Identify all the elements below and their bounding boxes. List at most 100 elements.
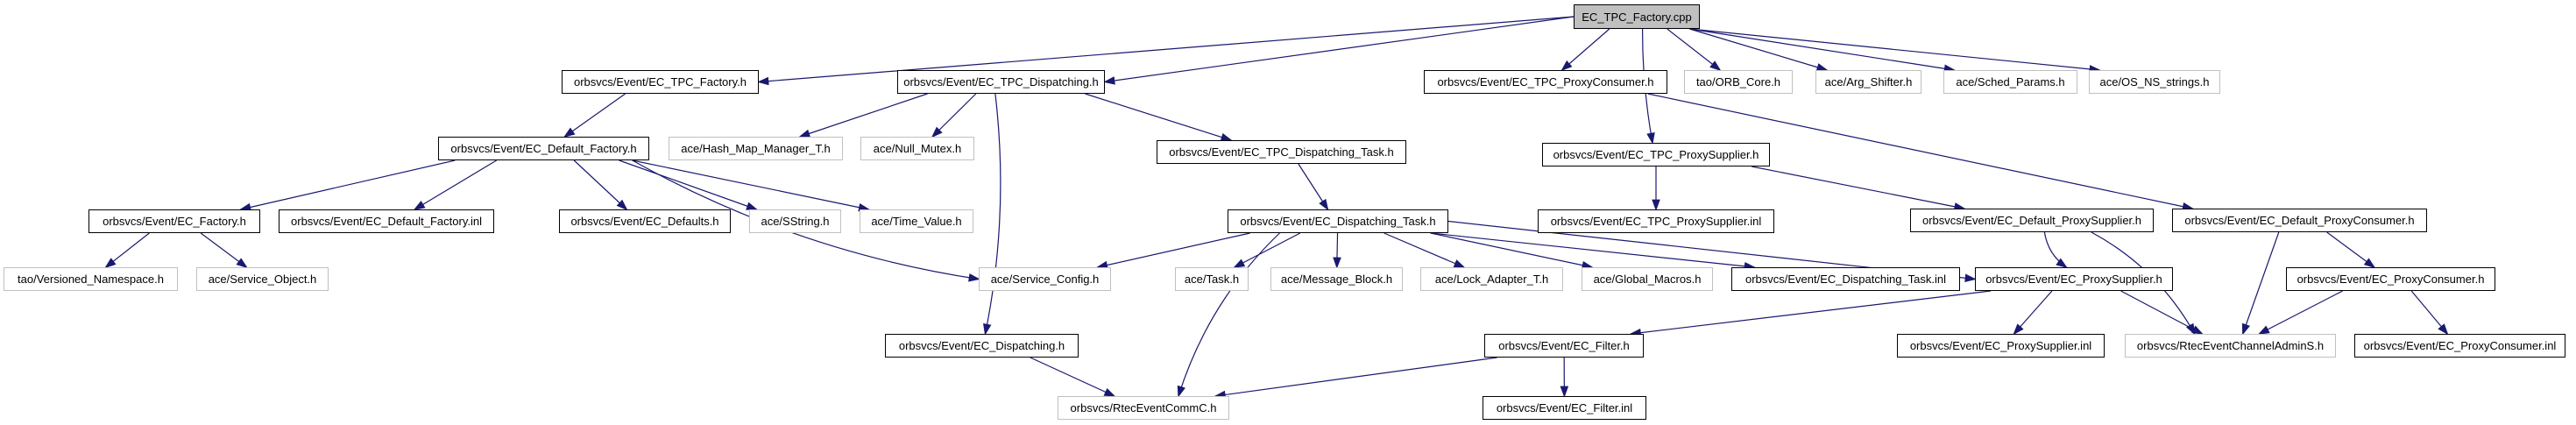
graph-node-label: ace/Sched_Params.h [1956, 75, 2065, 89]
graph-node-label: ace/Null_Mutex.h [873, 142, 962, 155]
graph-node-label: ace/Service_Config.h [990, 273, 1100, 286]
graph-node-lock_adapter: ace/Lock_Adapter_T.h [1420, 267, 1563, 291]
graph-node-label: ace/Arg_Shifter.h [1824, 75, 1913, 89]
graph-node-label: orbsvcs/Event/EC_Default_ProxySupplier.h [1921, 214, 2141, 227]
graph-node-message_block: ace/Message_Block.h [1270, 267, 1403, 291]
graph-node-filter_h[interactable]: orbsvcs/Event/EC_Filter.h [1484, 334, 1644, 358]
graph-node-tpc_proxysupplier_h[interactable]: orbsvcs/Event/EC_TPC_ProxySupplier.h [1542, 143, 1770, 166]
graph-node-proxysupplier_h[interactable]: orbsvcs/Event/EC_ProxySupplier.h [1975, 267, 2173, 291]
graph-node-label: orbsvcs/Event/EC_Factory.h [103, 215, 246, 228]
graph-node-label: orbsvcs/Event/EC_Dispatching_Task.h [1240, 215, 1436, 228]
include-edge-factory_h-to-service_object [200, 232, 248, 269]
include-edge-dispatching_task_h-to-lock_adapter [1384, 232, 1466, 268]
include-edge-proxysupplier_h-to-filter_h [1629, 290, 1992, 337]
graph-node-default_factory_inl[interactable]: orbsvcs/Event/EC_Default_Factory.inl [279, 209, 494, 233]
include-edge-dispatching_task_h-to-global_macros [1430, 232, 1594, 270]
graph-node-proxyconsumer_h[interactable]: orbsvcs/Event/EC_ProxyConsumer.h [2286, 267, 2495, 291]
include-edge-default_factory_h-to-service_config [632, 159, 980, 282]
graph-node-label: orbsvcs/Event/EC_TPC_Dispatching.h [903, 75, 1099, 89]
graph-node-defaults_h[interactable]: orbsvcs/Event/EC_Defaults.h [559, 209, 731, 233]
include-edge-dispatching_task_h-to-dispatching_task_inl [1430, 232, 1756, 271]
include-edge-default_factory_h-to-defaults_h [573, 159, 628, 211]
include-edge-cpp-to-arg_shifter [1689, 28, 1829, 72]
include-edge-tpc_dispatching_h-to-tpc_dispatching_task_h [1085, 93, 1233, 142]
graph-node-label: orbsvcs/Event/EC_ProxyConsumer.inl [2363, 339, 2557, 352]
graph-node-service_config: ace/Service_Config.h [979, 267, 1111, 291]
graph-node-default_factory_h[interactable]: orbsvcs/Event/EC_Default_Factory.h [438, 137, 649, 160]
include-edge-tpc_factory_h-to-default_factory_h [563, 93, 626, 138]
include-edge-default_factory_h-to-sstring [619, 159, 759, 210]
include-edge-default_proxyconsumer_h-to-rtec_admin_s [2242, 231, 2280, 336]
graph-node-null_mutex: ace/Null_Mutex.h [860, 137, 974, 160]
include-edge-cpp-to-orb_core [1667, 28, 1722, 72]
graph-node-sstring: ace/SString.h [749, 209, 841, 233]
include-edge-factory_h-to-versioned_namespace [104, 232, 150, 269]
graph-node-label: orbsvcs/Event/EC_ProxySupplier.inl [1909, 339, 2092, 352]
graph-node-rtec_comm_c: orbsvcs/RtecEventCommC.h [1058, 396, 1229, 420]
graph-node-label: orbsvcs/Event/EC_Default_Factory.h [450, 142, 637, 155]
graph-node-label: orbsvcs/RtecEventChannelAdminS.h [2136, 339, 2325, 352]
graph-node-label: orbsvcs/Event/EC_Default_Factory.inl [291, 215, 482, 228]
graph-node-label: orbsvcs/Event/EC_ProxyConsumer.h [2296, 273, 2485, 286]
graph-node-tpc_proxyconsumer_h[interactable]: orbsvcs/Event/EC_TPC_ProxyConsumer.h [1424, 70, 1667, 94]
graph-node-task_h: ace/Task.h [1175, 267, 1249, 291]
include-edge-cpp-to-os_ns_strings [1689, 28, 2101, 74]
include-edge-tpc_dispatching_h-to-null_mutex [931, 93, 977, 138]
graph-node-label: orbsvcs/Event/EC_Filter.h [1498, 339, 1630, 352]
include-edge-default_proxysupplier_h-to-proxysupplier_h [2043, 231, 2068, 269]
graph-node-label: ace/Service_Object.h [208, 273, 317, 286]
include-edge-cpp-to-tpc_proxyconsumer_h [1560, 28, 1610, 72]
include-edge-proxysupplier_h-to-proxysupplier_inl [2013, 290, 2053, 336]
graph-node-label: ace/Hash_Map_Manager_T.h [681, 142, 831, 155]
graph-node-label: ace/Task.h [1184, 273, 1240, 286]
graph-node-service_object: ace/Service_Object.h [196, 267, 329, 291]
include-edge-dispatching_task_h-to-service_config [1095, 232, 1250, 270]
include-edge-tpc_dispatching_task_h-to-dispatching_task_h [1298, 163, 1329, 211]
graph-node-tpc_proxysupplier_inl[interactable]: orbsvcs/Event/EC_TPC_ProxySupplier.inl [1538, 209, 1774, 233]
graph-node-dispatching_task_inl[interactable]: orbsvcs/Event/EC_Dispatching_Task.inl [1731, 267, 1960, 291]
graph-node-arg_shifter: ace/Arg_Shifter.h [1815, 70, 1921, 94]
graph-node-orb_core: tao/ORB_Core.h [1684, 70, 1793, 94]
include-edge-proxyconsumer_h-to-rtec_admin_s [2257, 290, 2343, 335]
graph-node-tpc_dispatching_task_h[interactable]: orbsvcs/Event/EC_TPC_Dispatching_Task.h [1157, 140, 1406, 164]
graph-node-label: orbsvcs/Event/EC_TPC_Dispatching_Task.h [1169, 145, 1394, 159]
graph-node-label: orbsvcs/Event/EC_Defaults.h [570, 215, 719, 228]
graph-node-tpc_factory_h[interactable]: orbsvcs/Event/EC_TPC_Factory.h [562, 70, 759, 94]
graph-node-dispatching_h[interactable]: orbsvcs/Event/EC_Dispatching.h [885, 334, 1079, 358]
graph-node-label: ace/Message_Block.h [1280, 273, 1393, 286]
graph-node-os_ns_strings: ace/OS_NS_strings.h [2089, 70, 2220, 94]
graph-node-sched_params: ace/Sched_Params.h [1943, 70, 2077, 94]
graph-node-global_macros: ace/Global_Macros.h [1582, 267, 1713, 291]
graph-node-default_proxysupplier_h[interactable]: orbsvcs/Event/EC_Default_ProxySupplier.h [1910, 209, 2154, 232]
include-edge-cpp-to-tpc_factory_h [757, 16, 1575, 86]
include-edge-default_factory_h-to-time_value [632, 159, 871, 212]
graph-node-label: orbsvcs/Event/EC_Dispatching_Task.inl [1744, 273, 1947, 286]
include-edge-cpp-to-tpc_dispatching_h [1103, 16, 1575, 85]
graph-node-dispatching_task_h[interactable]: orbsvcs/Event/EC_Dispatching_Task.h [1228, 209, 1448, 233]
include-edge-tpc_proxyconsumer_h-to-default_proxyconsumer_h [1647, 93, 2195, 211]
graph-node-tpc_dispatching_h[interactable]: orbsvcs/Event/EC_TPC_Dispatching.h [897, 70, 1105, 94]
graph-node-label: ace/SString.h [761, 215, 830, 228]
graph-node-label: orbsvcs/Event/EC_Dispatching.h [898, 339, 1065, 352]
graph-node-versioned_namespace: tao/Versioned_Namespace.h [4, 267, 178, 291]
graph-node-label: orbsvcs/Event/EC_TPC_ProxySupplier.h [1553, 148, 1759, 161]
include-edge-default_factory_h-to-default_factory_inl [413, 159, 497, 210]
include-edge-tpc_dispatching_h-to-hash_map [798, 93, 928, 138]
graph-node-cpp: EC_TPC_Factory.cpp [1574, 4, 1700, 29]
graph-node-factory_h[interactable]: orbsvcs/Event/EC_Factory.h [88, 209, 260, 233]
graph-node-label: tao/Versioned_Namespace.h [18, 273, 164, 286]
graph-node-label: orbsvcs/Event/EC_Filter.inl [1496, 401, 1633, 414]
include-edge-cpp-to-sched_params [1689, 28, 1957, 73]
include-edge-filter_h-to-rtec_comm_c [1214, 357, 1497, 400]
graph-node-rtec_admin_s: orbsvcs/RtecEventChannelAdminS.h [2125, 334, 2336, 358]
graph-node-time_value: ace/Time_Value.h [860, 209, 973, 233]
graph-node-label: orbsvcs/Event/EC_TPC_ProxyConsumer.h [1437, 75, 1654, 89]
include-edge-default_proxyconsumer_h-to-proxyconsumer_h [2326, 231, 2376, 269]
graph-node-filter_inl[interactable]: orbsvcs/Event/EC_Filter.inl [1483, 396, 1646, 420]
graph-node-proxysupplier_inl[interactable]: orbsvcs/Event/EC_ProxySupplier.inl [1897, 334, 2105, 358]
graph-node-label: orbsvcs/Event/EC_TPC_ProxySupplier.inl [1550, 215, 1762, 228]
graph-node-default_proxyconsumer_h[interactable]: orbsvcs/Event/EC_Default_ProxyConsumer.h [2172, 209, 2427, 232]
graph-node-label: ace/OS_NS_strings.h [2099, 75, 2210, 89]
graph-node-proxyconsumer_inl[interactable]: orbsvcs/Event/EC_ProxyConsumer.inl [2354, 334, 2565, 358]
